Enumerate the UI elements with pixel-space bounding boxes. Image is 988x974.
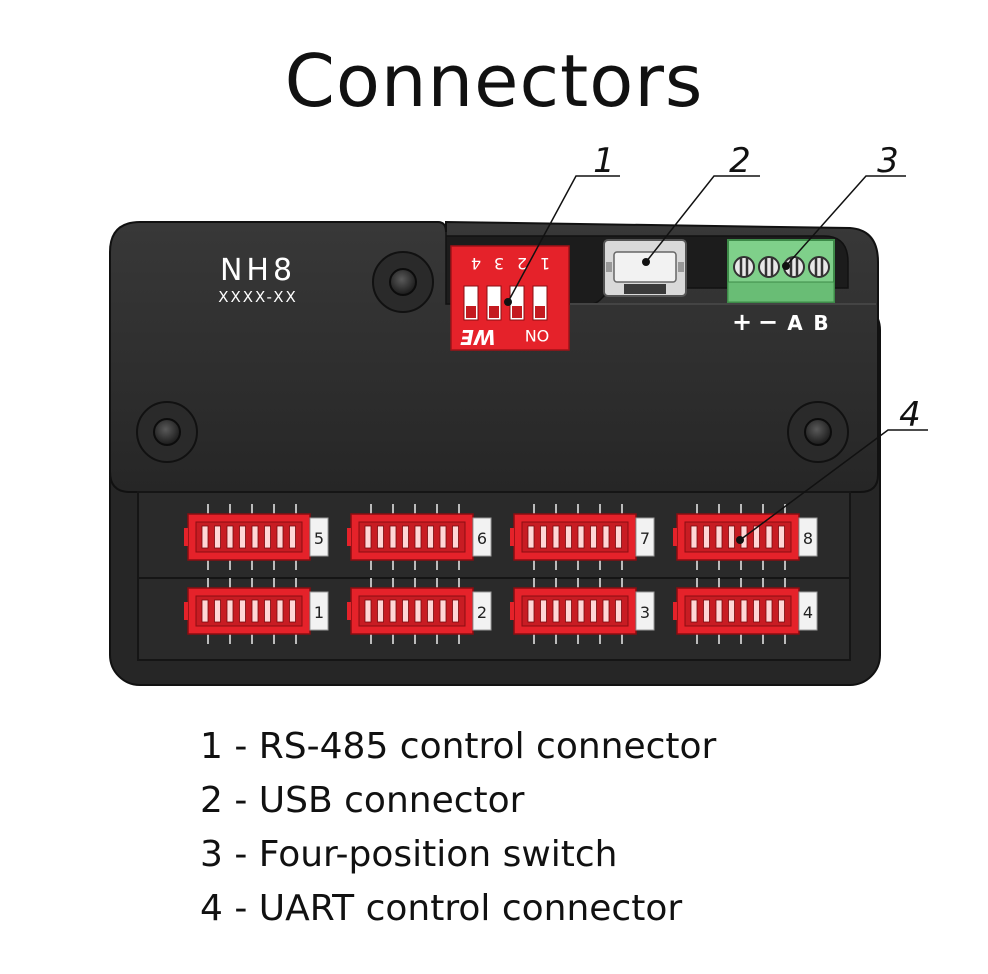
callout-number-1: 1 [593,141,615,181]
callout-lines [507,175,928,541]
connector-port[interactable]: 7 [510,504,655,570]
screw-icon-right [787,401,849,463]
dip-number: 1 [540,254,550,273]
port-number-label: 6 [477,529,487,548]
dip-number: 4 [471,254,481,273]
dip-brand-logo: WE [460,325,496,349]
terminal-label-b: B [813,311,828,335]
callout-number-4: 4 [899,395,921,435]
port-number-label: 3 [640,603,650,622]
port-number-label: 5 [314,529,324,548]
legend-item-1: 1 - RS-485 control connector [200,726,717,767]
terminal-label-minus: − [758,308,778,336]
port-number-label: 4 [803,603,813,622]
dip-number: 3 [494,254,504,273]
connector-ports: 5 6 7 8 1 2 3 4 [184,504,818,644]
terminal-block[interactable] [727,239,835,303]
legend-item-4: 4 - UART control connector [200,888,683,929]
page-title: Connectors [285,39,704,123]
callout-dots [504,258,790,544]
terminal-label-a: A [787,311,803,335]
connector-port[interactable]: 5 [184,504,329,570]
legend-item-3: 3 - Four-position switch [200,834,618,875]
connector-port[interactable]: 2 [347,578,492,644]
screw-icon-left [136,401,198,463]
usb-port[interactable] [603,239,687,297]
connector-port[interactable]: 4 [673,578,818,644]
screw-icon-top [372,251,434,313]
dip-on-label: ON [525,326,550,345]
port-number-label: 7 [640,529,650,548]
legend-item-2: 2 - USB connector [200,780,525,821]
callout-number-2: 2 [729,141,751,181]
terminal-labels: + − A B [732,308,829,336]
port-number-label: 2 [477,603,487,622]
terminal-label-plus: + [732,308,752,336]
port-number-label: 1 [314,603,324,622]
model-label: NH8 [220,253,296,288]
dip-switch[interactable]: 1 2 3 4 ON WE [450,245,570,351]
connector-port[interactable]: 3 [510,578,655,644]
connector-port[interactable]: 6 [347,504,492,570]
connector-port[interactable]: 1 [184,578,329,644]
serial-label: XXXX-XX [218,288,298,306]
callout-number-3: 3 [877,141,899,181]
dip-number: 2 [517,254,527,273]
port-number-label: 8 [803,529,813,548]
